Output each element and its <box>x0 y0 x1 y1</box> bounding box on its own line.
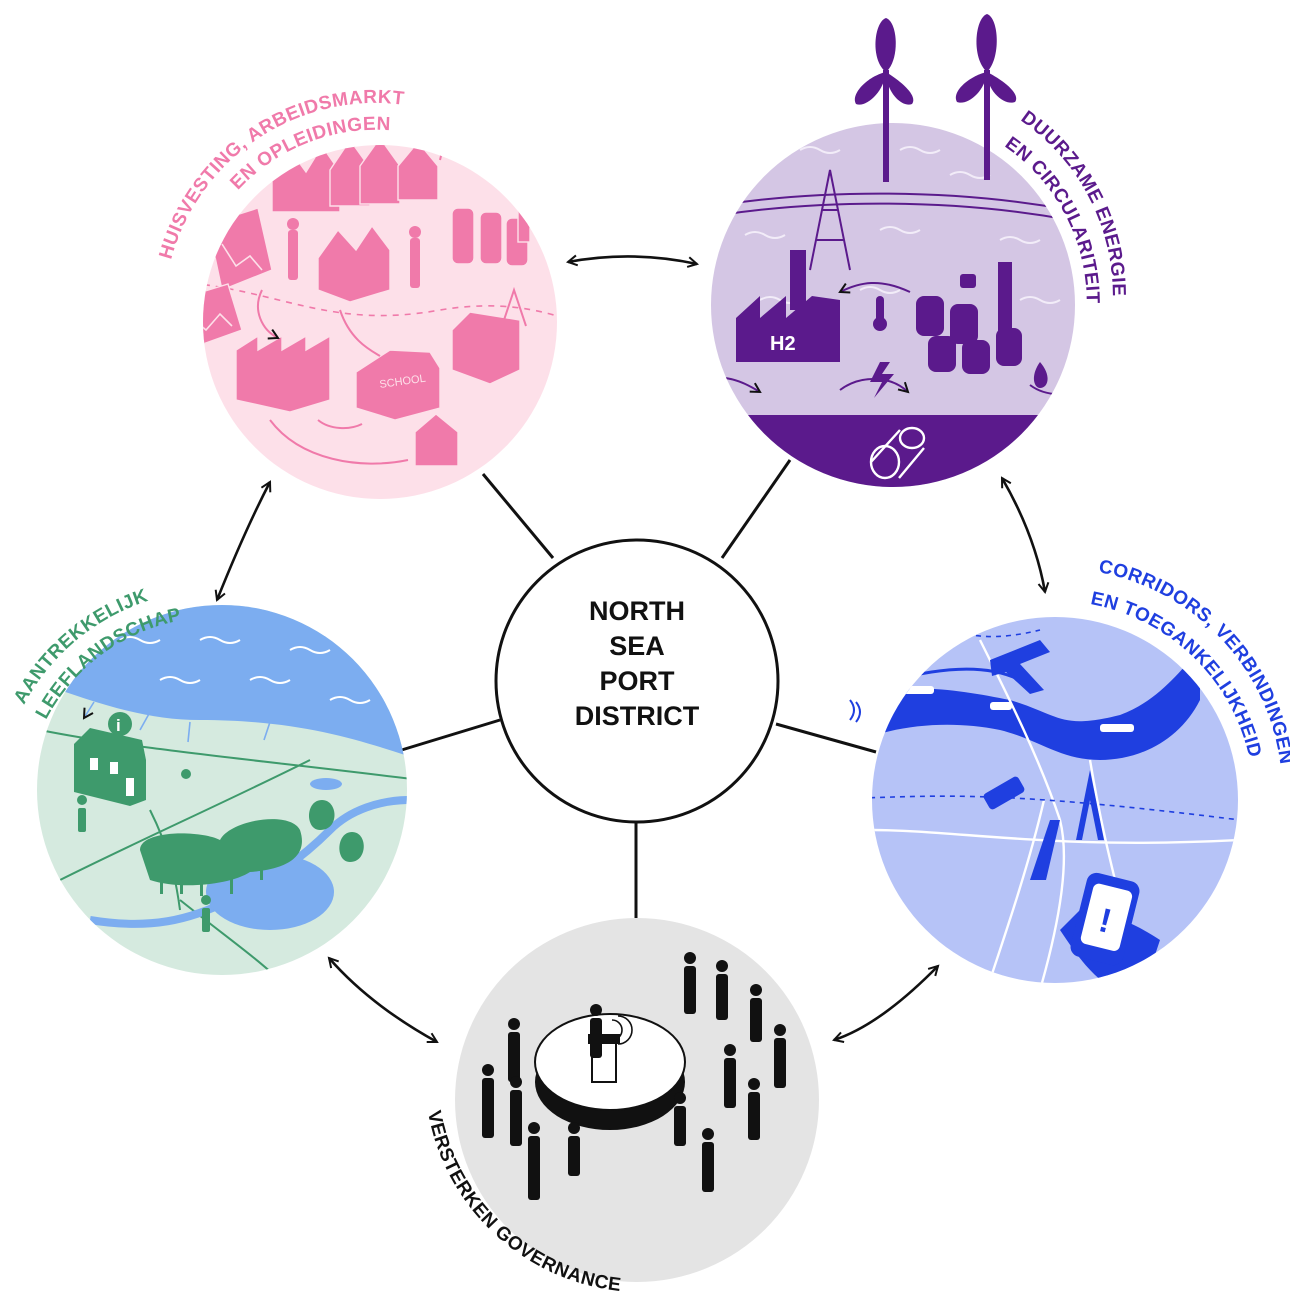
center-circle <box>494 538 780 824</box>
governance-theme: VERSTERKEN GOVERNANCE <box>423 918 819 1296</box>
arrow-corridors-governance <box>834 966 938 1040</box>
arrow-energy-corridors <box>1000 478 1045 592</box>
arrow-governance-landscape <box>329 958 437 1044</box>
relation-arrows <box>217 256 1045 1044</box>
arrow-housing-energy <box>568 256 697 264</box>
housing-theme: SCHOOL HUISVESTING, ARBEIDSMARKT EN OPLE… <box>156 87 557 499</box>
corridors-illustration: ! <box>872 619 1238 983</box>
landscape-illustration: i <box>37 605 407 975</box>
arrow-landscape-housing <box>217 482 270 600</box>
landscape-theme: i AANTREKKELIJK LEEFLANDSCHAP <box>10 585 407 975</box>
housing-illustration: SCHOOL <box>203 145 557 467</box>
center-connectors <box>394 459 877 918</box>
center-node: NORTH SEA PORT DISTRICT <box>494 538 780 824</box>
energy-circle <box>711 123 1075 487</box>
energy-h2-label: H2 <box>770 333 796 355</box>
people-group <box>482 952 786 1200</box>
center-line-1: NORTH <box>589 596 685 626</box>
landscape-info-sign: i <box>116 716 121 735</box>
center-line-4: DISTRICT <box>575 701 700 731</box>
center-line-2: SEA <box>609 631 665 661</box>
energy-theme: H2 DUURZAME ENERGIE EN CIRCULARITEIT <box>711 14 1128 487</box>
governance-illustration <box>482 952 786 1200</box>
center-line-3: PORT <box>599 666 675 696</box>
wind-turbine-icon <box>854 14 1017 182</box>
